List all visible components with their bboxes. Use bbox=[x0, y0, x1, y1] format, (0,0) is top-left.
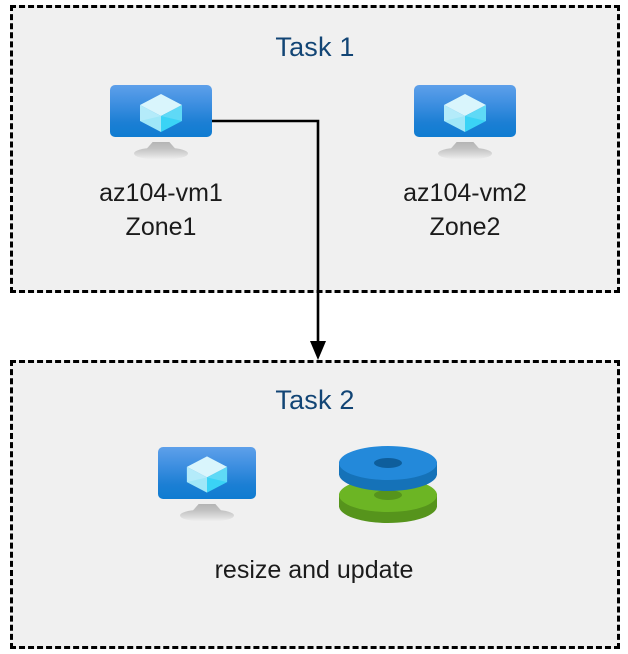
vm2-label: az104-vm2 Zone2 bbox=[403, 179, 527, 241]
cube-icon bbox=[444, 94, 486, 132]
vm1-label: az104-vm1 Zone1 bbox=[99, 179, 223, 241]
task2-title: Task 2 bbox=[275, 385, 355, 415]
monitor-base bbox=[134, 148, 188, 159]
monitor-base bbox=[180, 510, 234, 521]
vm1-icon bbox=[110, 85, 212, 160]
vm2-icon bbox=[414, 85, 516, 160]
task1-title: Task 1 bbox=[275, 32, 355, 62]
managed-disks-icon bbox=[339, 446, 437, 523]
task2-vm-icon bbox=[158, 447, 256, 522]
monitor-base bbox=[438, 148, 492, 159]
cube-icon bbox=[140, 94, 182, 132]
task2-container: Task 2 bbox=[10, 360, 620, 649]
task1-container: Task 1 bbox=[10, 5, 620, 293]
cube-icon bbox=[186, 456, 228, 493]
task2-label: resize and update bbox=[214, 556, 414, 584]
